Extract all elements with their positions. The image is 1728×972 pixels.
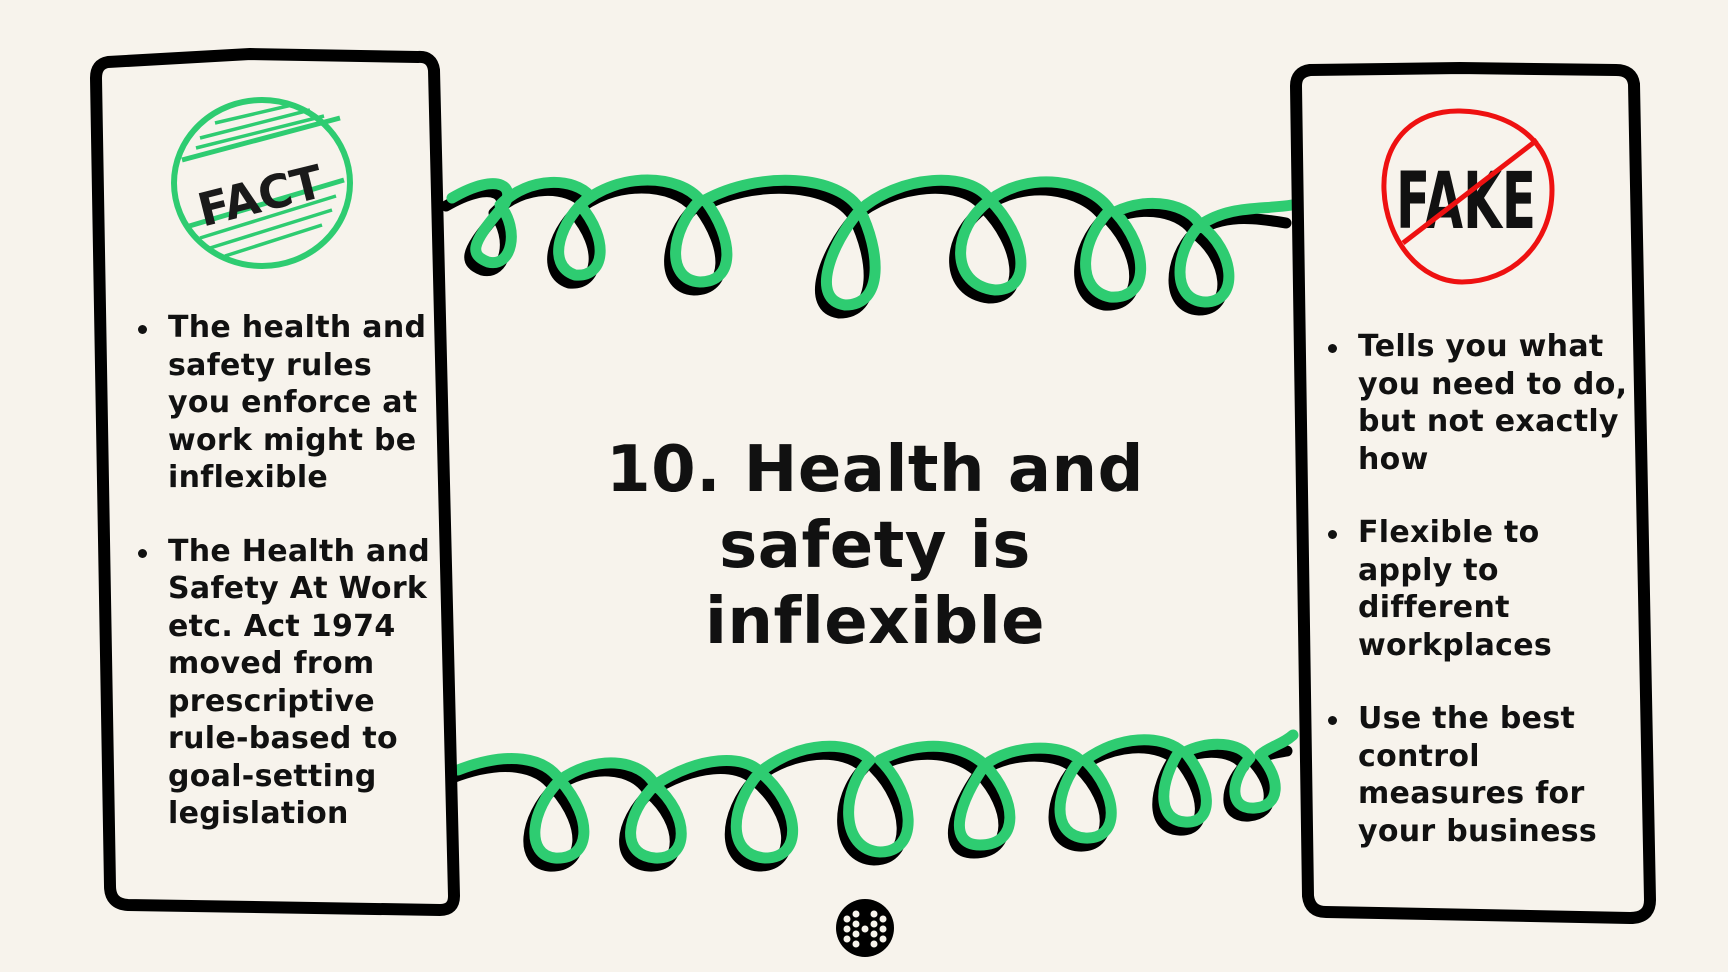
coil-bottom xyxy=(446,729,1299,872)
fake-bullet-3: Use the best control measures for your b… xyxy=(1324,700,1644,850)
bullet-dot-icon xyxy=(138,548,147,558)
fake-bullet-list: Tells you what you need to do, but not e… xyxy=(1324,328,1644,850)
fake-bullet-2: Flexible to apply to different workplace… xyxy=(1324,514,1644,664)
fake-bullet-1: Tells you what you need to do, but not e… xyxy=(1324,328,1644,478)
slide-title: 10. Health and safety is inflexible xyxy=(560,432,1190,660)
coil-top xyxy=(440,174,1298,319)
bullet-dot-icon xyxy=(1328,344,1337,353)
fact-panel-border xyxy=(90,48,460,916)
title-line-1: 10. Health and xyxy=(606,433,1144,507)
fake-panel-border xyxy=(1290,62,1656,924)
bullet-dot-icon xyxy=(1328,530,1337,539)
bullet-dot-icon xyxy=(1328,716,1337,725)
fact-bullet-1: The health and safety rules you enforce … xyxy=(134,309,444,497)
fact-bullet-list: The health and safety rules you enforce … xyxy=(134,309,444,833)
bullet-dot-icon xyxy=(138,325,147,334)
fact-bullet-2: The Health and Safety At Work etc. Act 1… xyxy=(134,533,444,833)
title-line-2: safety is xyxy=(719,509,1031,583)
title-line-3: inflexible xyxy=(704,585,1046,659)
fake-stamp-icon: FAKE xyxy=(1381,108,1555,285)
dotted-circle-logo-icon xyxy=(836,899,894,957)
